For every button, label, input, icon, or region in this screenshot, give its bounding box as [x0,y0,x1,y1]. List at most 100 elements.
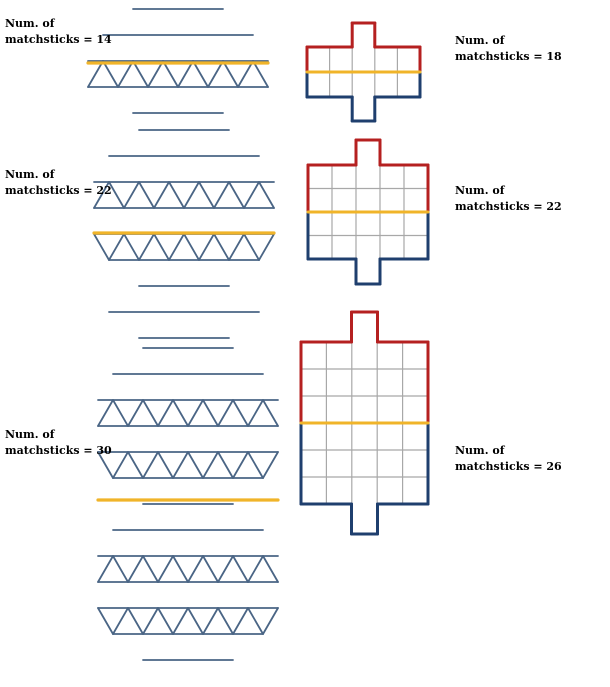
label-line-1: Num. of [455,444,505,457]
matchstick [102,60,119,88]
matchstick [142,399,159,427]
matchstick [258,181,275,209]
matchstick [97,555,114,583]
matchstick [142,555,159,583]
matchstick [183,181,200,209]
matchstick [157,399,174,427]
label-line-2: matchsticks = 22 [455,200,562,213]
matchstick [232,555,249,583]
matchstick [127,555,144,583]
matchstick [198,233,215,261]
matchstick [177,60,194,88]
matchstick [112,451,129,479]
label-line-2: matchsticks = 26 [455,460,562,473]
matchstick [127,399,144,427]
matchstick [187,399,204,427]
label-line-1: Num. of [455,184,505,197]
label-line-2: matchsticks = 18 [455,50,562,63]
matchstick [202,451,219,479]
matchstick [213,233,230,261]
matchstick [232,451,249,479]
matchstick [232,607,249,635]
matchstick [123,181,140,209]
label-square-small: Num. of matchsticks = 18 [455,33,562,65]
matchstick [207,60,224,88]
matchstick [222,60,239,88]
matchstick [217,451,234,479]
matchstick [97,399,114,427]
matchstick [93,181,110,209]
matchstick [112,607,129,635]
matchstick [262,451,279,479]
matchstick [202,607,219,635]
matchstick [168,181,185,209]
label-triangle-small: Num. of matchsticks = 14 [5,16,112,48]
label-line-2: matchsticks = 22 [5,184,112,197]
matchstick [157,607,174,635]
matchstick [168,233,185,261]
matchstick [97,451,114,479]
triangle-figure-small [86,8,270,114]
matchstick [153,181,170,209]
label-line-2: matchsticks = 14 [5,33,112,46]
matchstick [112,399,129,427]
matchstick [108,181,125,209]
matchstick [117,60,134,88]
matchstick [172,399,189,427]
matchstick [247,399,264,427]
matchstick [243,233,260,261]
matchstick [252,60,269,88]
matchstick [198,181,215,209]
label-triangle-medium: Num. of matchsticks = 22 [5,167,112,199]
matchstick [183,233,200,261]
label-line-1: Num. of [455,34,505,47]
matchstick [93,233,110,261]
matchstick [147,60,164,88]
triangle-figure-medium [92,129,276,339]
matchstick [247,451,264,479]
matchstick [202,399,219,427]
matchstick [213,181,230,209]
label-line-1: Num. of [5,168,55,181]
matchstick [228,181,245,209]
square-figure-medium [306,138,430,286]
matchstick [142,451,159,479]
matchstick [138,233,155,261]
label-line-1: Num. of [5,17,55,30]
matchstick [132,60,149,88]
matchstick [228,233,245,261]
matchstick [247,607,264,635]
matchstick [157,451,174,479]
square-figure-large [299,310,430,536]
matchstick [157,555,174,583]
matchstick [172,607,189,635]
matchstick [123,233,140,261]
matchstick [153,233,170,261]
matchstick [187,607,204,635]
matchstick [138,181,155,209]
label-line-1: Num. of [5,428,55,441]
matchstick [172,451,189,479]
matchstick [237,60,254,88]
matchstick [187,555,204,583]
label-line-2: matchsticks = 30 [5,444,112,457]
matchstick [217,399,234,427]
matchstick [192,60,209,88]
matchstick [187,451,204,479]
matchstick [243,181,260,209]
matchstick [232,399,249,427]
matchstick [217,555,234,583]
matchstick [262,399,279,427]
matchstick [217,607,234,635]
label-triangle-large: Num. of matchsticks = 30 [5,427,112,459]
matchstick [127,607,144,635]
matchstick [142,607,159,635]
triangle-figure-large [96,347,280,661]
matchstick [258,233,275,261]
matchstick [172,555,189,583]
matchstick [112,555,129,583]
matchstick [202,555,219,583]
matchstick [247,555,264,583]
matchstick [262,555,279,583]
